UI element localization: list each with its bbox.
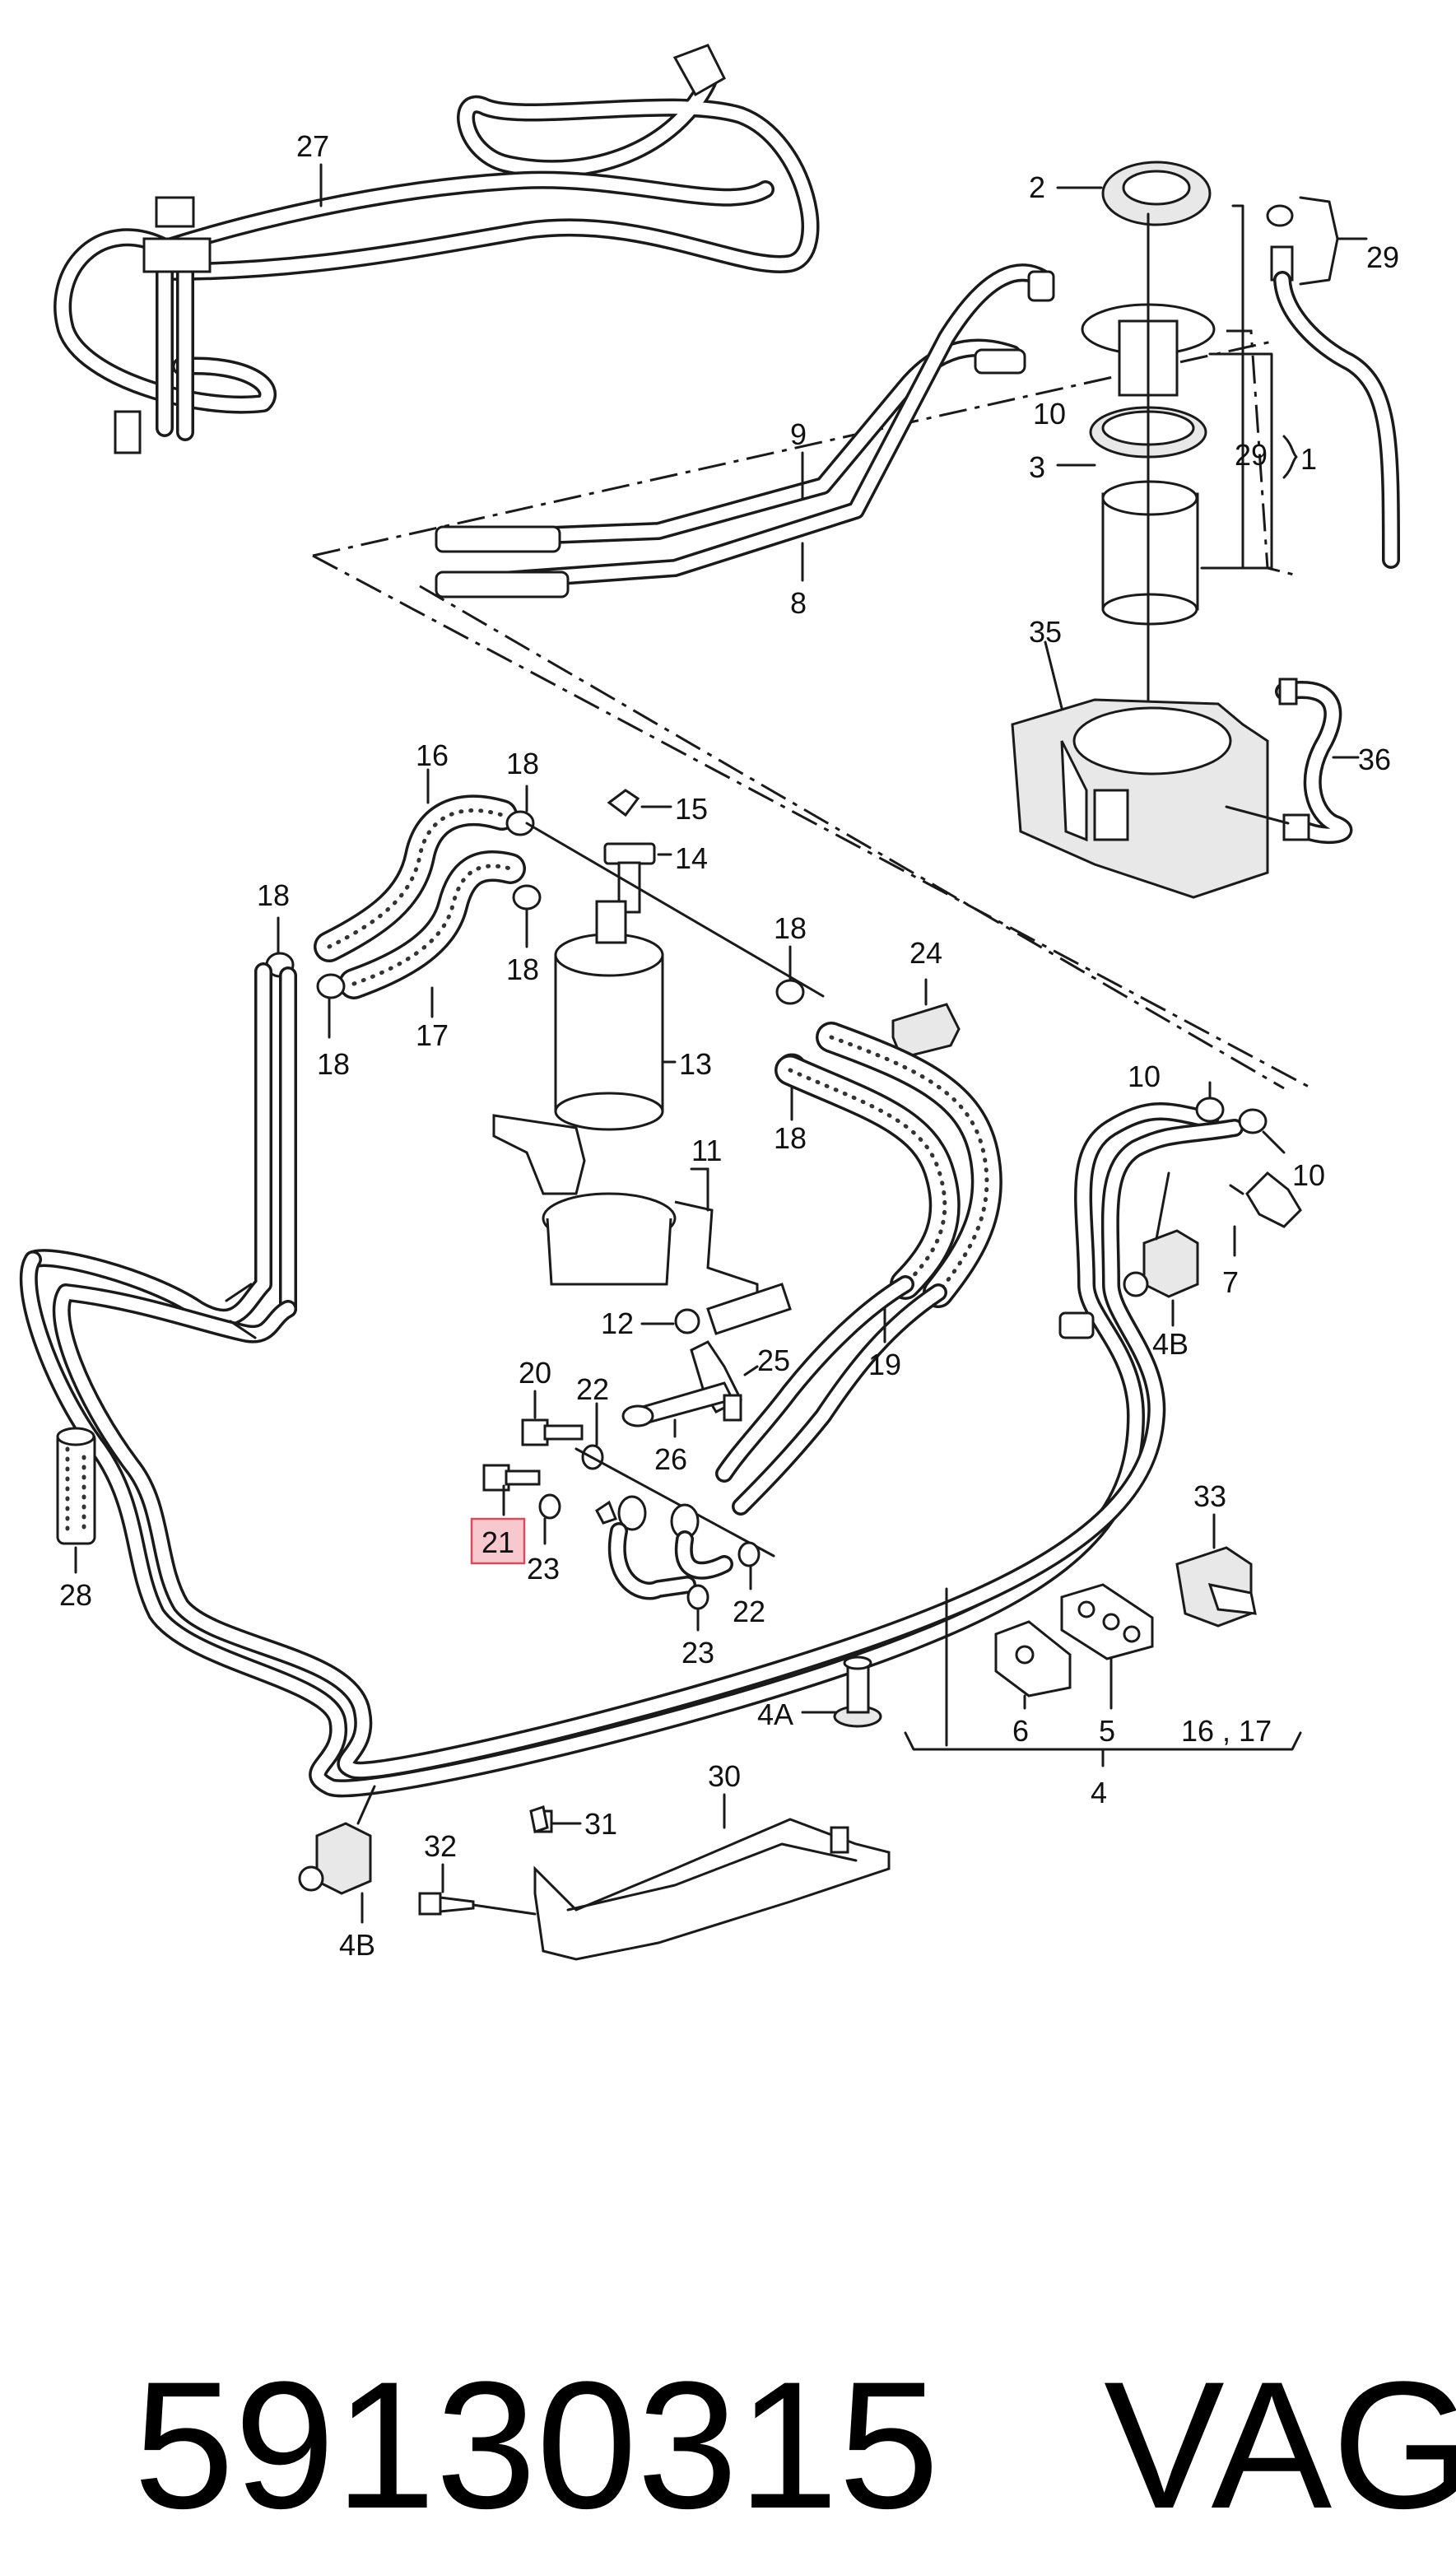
part-29-vent-hose [1266, 196, 1400, 569]
label-35: 35 [1029, 615, 1062, 649]
part-24-connector [891, 978, 961, 1059]
label-18-a: 18 [257, 878, 290, 912]
label-6: 6 [1012, 1714, 1029, 1748]
part-33-holder [1175, 1513, 1257, 1628]
label-8: 8 [790, 586, 807, 620]
brand-name: VAG [1104, 2344, 1456, 2546]
label-9: 9 [790, 417, 807, 451]
label-19: 19 [868, 1348, 901, 1381]
label-20: 20 [519, 1356, 551, 1390]
part-7-clip [1229, 1171, 1302, 1257]
label-36: 36 [1358, 743, 1391, 776]
part-20-22-banjo-bolt [521, 1390, 775, 1558]
label-12: 12 [601, 1306, 634, 1340]
part-28-sleeve [56, 1427, 96, 1574]
part-banjo-fitting [595, 1495, 761, 1632]
part-8-9-fuel-lines [435, 263, 1055, 598]
label-27: 27 [296, 129, 329, 163]
label-21[interactable]: 21 [481, 1525, 514, 1559]
part-36-wiring-harness [1225, 678, 1360, 845]
assembly-boundary [312, 329, 1309, 1090]
label-23-a: 23 [527, 1552, 560, 1586]
label-4: 4 [1091, 1776, 1107, 1809]
part-21-23-banjo-bolt [482, 1464, 561, 1545]
label-26: 26 [654, 1442, 687, 1476]
exploded-parts-diagram: 27 9 8 2 3 10 29 1 [19, 44, 1400, 1962]
label-18-e: 18 [774, 911, 807, 945]
label-18-c: 18 [506, 747, 539, 780]
label-29-a: 29 [1366, 240, 1399, 274]
part-12-nut [640, 1308, 700, 1334]
part-5-6-clips [945, 1583, 1154, 1747]
label-15: 15 [675, 792, 708, 826]
label-32: 32 [424, 1829, 457, 1863]
label-11: 11 [691, 1134, 722, 1167]
part-caption: 59130315 VAG [33, 2124, 1456, 2546]
part-4B-holder-top [1123, 1171, 1199, 1327]
part-10-clips [1195, 1081, 1286, 1154]
label-13: 13 [679, 1047, 712, 1081]
label-16: 16 [416, 738, 449, 772]
label-5: 5 [1099, 1714, 1115, 1748]
part-31-clip [529, 1805, 582, 1833]
label-4B-a: 4B [1152, 1327, 1189, 1361]
label-3: 3 [1029, 450, 1045, 484]
part-4B-holder-bottom [298, 1822, 372, 1924]
label-18-b: 18 [317, 1047, 350, 1081]
label-10-a: 10 [1033, 397, 1066, 431]
label-10-c: 10 [1292, 1158, 1325, 1192]
part-2-locking-ring [1056, 161, 1212, 226]
part-30-heat-shield [533, 1793, 891, 1961]
highlight-part-21[interactable] [470, 1517, 526, 1565]
label-22-b: 22 [733, 1595, 765, 1628]
part-25-26-bracket [621, 1340, 759, 1438]
label-4B-b: 4B [339, 1928, 375, 1962]
main-fuel-lines [19, 962, 1244, 1825]
label-18-d: 18 [506, 952, 539, 986]
label-4A: 4A [757, 1697, 793, 1731]
part-35-tank-bracket [1011, 640, 1269, 899]
label-22-a: 22 [576, 1372, 609, 1406]
label-1: 1 [1300, 442, 1317, 476]
part-number: 59130315 [133, 2344, 940, 2546]
part-14-15-fittings [525, 789, 825, 998]
part-4A-stud [801, 1656, 882, 1728]
label-24: 24 [909, 936, 942, 970]
label-30: 30 [708, 1759, 741, 1793]
part-16-17-hoses [314, 768, 526, 1018]
label-23-b: 23 [681, 1636, 714, 1670]
label-2: 2 [1029, 170, 1045, 204]
label-7: 7 [1222, 1265, 1239, 1299]
label-18-f: 18 [774, 1121, 807, 1155]
label-33: 33 [1193, 1479, 1226, 1513]
label-17: 17 [416, 1018, 449, 1052]
label-16-17: 16 , 17 [1181, 1714, 1272, 1748]
part-11-filter-bracket [492, 1114, 792, 1335]
label-14: 14 [675, 841, 708, 875]
label-25: 25 [757, 1344, 790, 1377]
label-31: 31 [584, 1807, 617, 1841]
part-13-fuel-filter [554, 900, 677, 1131]
part-32-screw [418, 1863, 537, 1916]
part-27-hose-assembly [53, 44, 820, 454]
part-4-bracket-line [904, 1731, 1302, 1767]
part-19-hoses [715, 1022, 1002, 1516]
label-29-b: 29 [1235, 438, 1268, 472]
label-28: 28 [59, 1578, 92, 1612]
part-1-fuel-pump [1056, 204, 1273, 726]
label-10-b: 10 [1128, 1059, 1161, 1093]
